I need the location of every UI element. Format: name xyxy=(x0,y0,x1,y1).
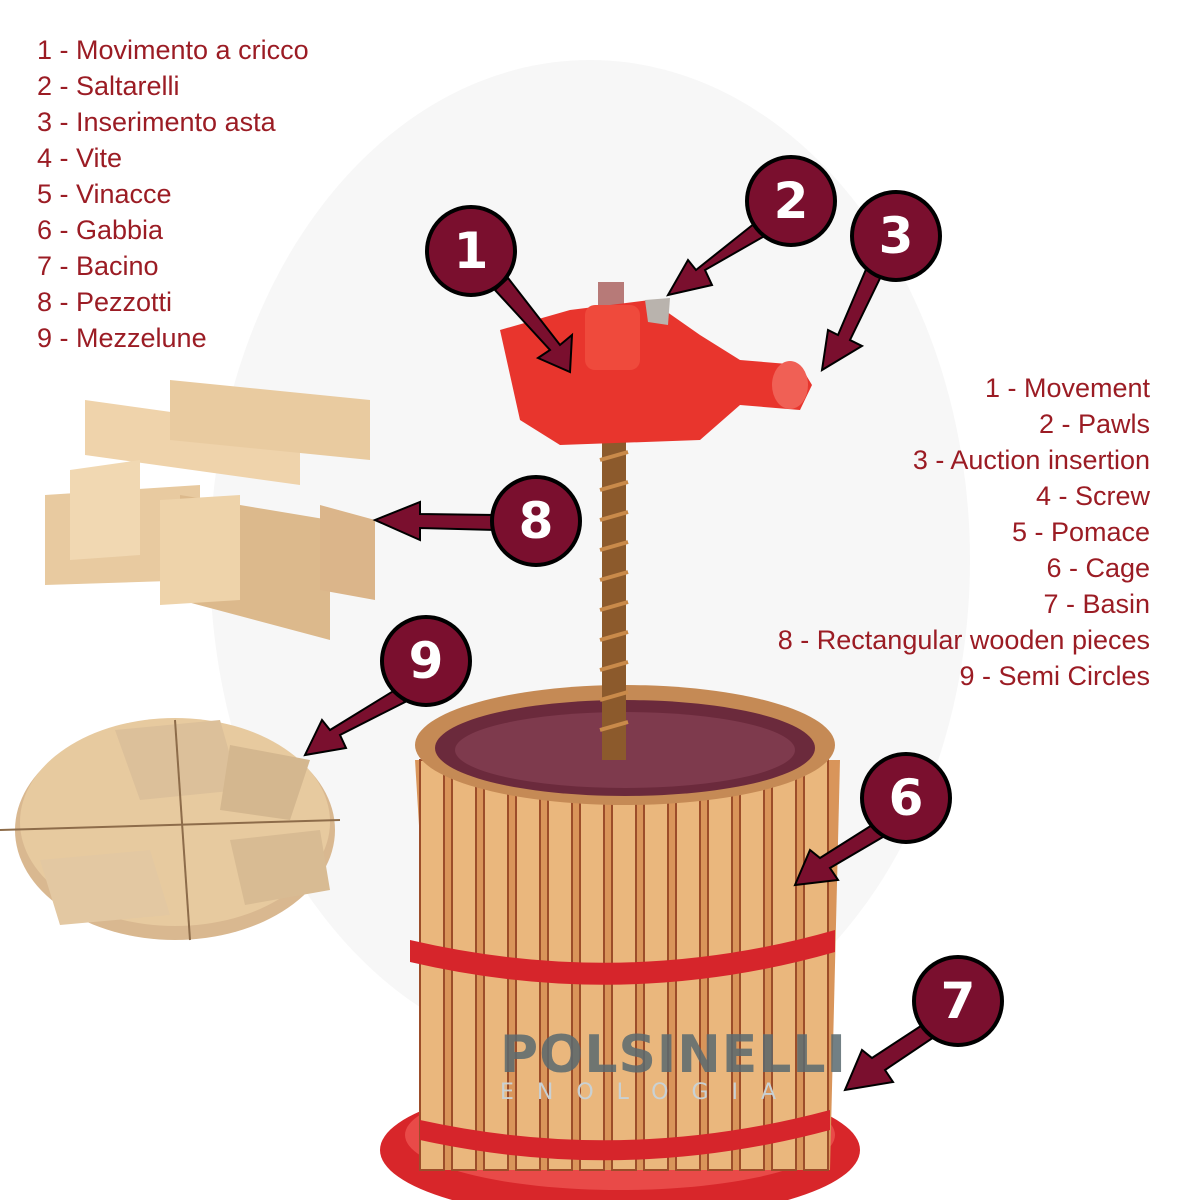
legend-it-item-6: 6 - Gabbia xyxy=(37,215,164,245)
wooden-blocks xyxy=(45,380,375,640)
legend-it-item-5: 5 - Vinacce xyxy=(37,179,172,209)
ratchet-movement xyxy=(500,282,812,445)
legend-it-item-4: 4 - Vite xyxy=(37,143,123,173)
legend-en-item-4: 4 - Screw xyxy=(1035,481,1150,511)
cage xyxy=(410,759,840,1171)
brand-subtitle: ENOLOGIA xyxy=(500,1080,800,1105)
legend-it-item-3: 3 - Inserimento asta xyxy=(37,107,276,137)
callout-badge-8: 8 xyxy=(490,475,582,567)
legend-en-item-7: 7 - Basin xyxy=(1043,589,1150,619)
callout-badge-1: 1 xyxy=(425,205,517,297)
legend-it-item-1: 1 - Movimento a cricco xyxy=(37,35,309,65)
legend-en-item-3: 3 - Auction insertion xyxy=(912,445,1150,475)
legend-it-item-9: 9 - Mezzelune xyxy=(37,323,207,353)
legend-en-item-5: 5 - Pomace xyxy=(1011,517,1150,547)
legend-it-item-7: 7 - Bacino xyxy=(37,251,159,281)
legend-it-item-8: 8 - Pezzotti xyxy=(37,287,173,317)
legend-en-item-9: 9 - Semi Circles xyxy=(959,661,1150,691)
callout-badge-2: 2 xyxy=(745,155,837,247)
legend-en-item-8: 8 - Rectangular wooden pieces xyxy=(777,625,1150,655)
legend-english: 1 - Movement 2 - Pawls 3 - Auction inser… xyxy=(778,370,1150,694)
callout-badge-3: 3 xyxy=(850,190,942,282)
legend-italian: 1 - Movimento a cricco 2 - Saltarelli 3 … xyxy=(37,32,309,356)
callout-badge-7: 7 xyxy=(912,955,1004,1047)
brand-logo: POLSINELLI xyxy=(500,1025,847,1085)
screw xyxy=(599,440,629,760)
legend-it-item-2: 2 - Saltarelli xyxy=(37,71,180,101)
semi-circles xyxy=(0,718,341,941)
callout-badge-6: 6 xyxy=(860,752,952,844)
legend-en-item-2: 2 - Pawls xyxy=(1038,409,1150,439)
callout-badge-9: 9 xyxy=(380,615,472,707)
legend-en-item-1: 1 - Movement xyxy=(984,373,1150,403)
legend-en-item-6: 6 - Cage xyxy=(1046,553,1150,583)
